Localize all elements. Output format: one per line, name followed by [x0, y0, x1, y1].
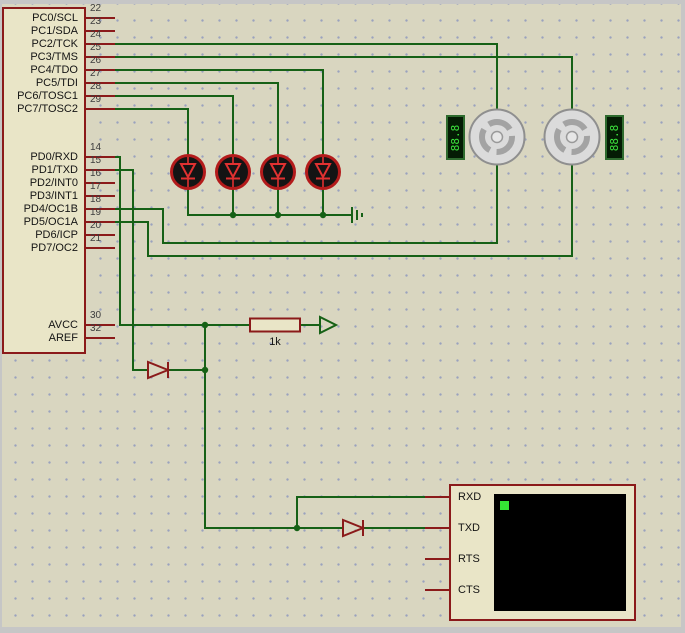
- mcu-pin-label-pd6: PD6/ICP: [35, 229, 78, 241]
- wire-led1: [115, 108, 189, 157]
- mcu-pin-number-28: 28: [90, 81, 102, 92]
- led-2[interactable]: [215, 154, 251, 190]
- mcu-pin-label-pc3: PC3/TMS: [30, 51, 78, 63]
- window-edge-top: [0, 0, 685, 4]
- wire-resistor-net: [115, 156, 250, 326]
- mcu-pin-number-25: 25: [90, 42, 102, 53]
- wire-motor2-top: [115, 56, 573, 110]
- mcu-pin-label-pd3: PD3/INT1: [29, 190, 78, 202]
- mcu-pin-stubs: [85, 17, 115, 339]
- window-edge-bottom: [0, 627, 685, 633]
- mcu-pin-label-pd5: PD5/OC1A: [23, 216, 78, 228]
- wire-led-ground-bus: [187, 188, 352, 216]
- wire-motor1-return: [115, 164, 498, 244]
- mcu-pin-number-17: 17: [90, 181, 102, 192]
- motor-1[interactable]: [468, 108, 526, 166]
- mcu-pin-label-pc6: PC6/TOSC1: [17, 90, 78, 102]
- mcu-pin-number-14: 14: [90, 142, 102, 153]
- wire-rxd-branch: [296, 496, 425, 528]
- mcu-pin-label-pc0: PC0/SCL: [32, 12, 78, 24]
- terminal-pin-label-txd: TXD: [458, 522, 480, 534]
- led-4[interactable]: [305, 154, 341, 190]
- terminal-pin-label-cts: CTS: [458, 584, 480, 596]
- virtual-terminal[interactable]: [425, 484, 636, 621]
- wire-led2: [115, 95, 234, 157]
- motor-display-2: 88.8: [605, 115, 624, 160]
- mcu-pin-number-15: 15: [90, 155, 102, 166]
- terminal-pin-label-rxd: RXD: [458, 491, 482, 503]
- terminal-pin-stubs: [425, 496, 450, 591]
- window-edge-left: [0, 0, 2, 633]
- mcu-pin-number-32: 32: [90, 323, 102, 334]
- mcu-pin-label-pc5: PC5/TDI: [35, 77, 78, 89]
- mcu-pin-label-pc2: PC2/TCK: [31, 38, 78, 50]
- mcu-pin-number-27: 27: [90, 68, 102, 79]
- probe-icon[interactable]: [319, 315, 339, 335]
- wire-led4: [115, 69, 324, 157]
- mcu-pin-number-29: 29: [90, 94, 102, 105]
- resistor-value-label: 1k: [269, 336, 281, 348]
- wire-diode1-left: [115, 169, 148, 371]
- junction-dots: [201, 211, 327, 532]
- mcu-chip[interactable]: [2, 7, 86, 354]
- mcu-pin-label-pd7: PD7/OC2: [30, 242, 78, 254]
- wire-led3: [115, 82, 279, 157]
- mcu-pin-number-21: 21: [90, 233, 102, 244]
- mcu-pin-label-pc1: PC1/SDA: [30, 25, 78, 37]
- mcu-pin-number-26: 26: [90, 55, 102, 66]
- led-1[interactable]: [170, 154, 206, 190]
- mcu-pin-number-20: 20: [90, 220, 102, 231]
- mcu-pin-label-pc7: PC7/TOSC2: [17, 103, 78, 115]
- mcu-pin-label-aref: AREF: [48, 332, 78, 344]
- mcu-pin-number-16: 16: [90, 168, 102, 179]
- resistor[interactable]: [249, 317, 301, 333]
- motor-rpm-readout-1: 88.8: [449, 125, 462, 152]
- mcu-pin-number-23: 23: [90, 16, 102, 27]
- mcu-pin-label-pd2: PD2/INT0: [29, 177, 78, 189]
- mcu-pin-number-18: 18: [90, 194, 102, 205]
- led-3[interactable]: [260, 154, 296, 190]
- ground-symbol[interactable]: [351, 207, 363, 223]
- mcu-pin-label-pd0: PD0/RXD: [30, 151, 78, 163]
- mcu-pin-label-pd4: PD4/OC1B: [23, 203, 78, 215]
- diode-2[interactable]: [342, 518, 366, 538]
- terminal-pin-label-rts: RTS: [458, 553, 480, 565]
- motor-display-1: 88.8: [446, 115, 465, 160]
- window-edge-right: [681, 0, 685, 633]
- mcu-pin-number-22: 22: [90, 3, 102, 14]
- wire-motor1-top: [115, 43, 498, 110]
- motor-rpm-readout-2: 88.8: [608, 125, 621, 152]
- mcu-pin-number-19: 19: [90, 207, 102, 218]
- mcu-pin-number-30: 30: [90, 310, 102, 321]
- mcu-pin-number-24: 24: [90, 29, 102, 40]
- mcu-pin-label-pd1: PD1/TXD: [31, 164, 78, 176]
- mcu-pin-label-avcc: AVCC: [48, 319, 78, 331]
- wire-motor2-return: [115, 164, 573, 257]
- diode-1[interactable]: [147, 360, 171, 380]
- mcu-pin-label-pc4: PC4/TDO: [30, 64, 78, 76]
- terminal-screen: [494, 494, 626, 611]
- motor-2[interactable]: [543, 108, 601, 166]
- wires[interactable]: [115, 43, 573, 529]
- terminal-cursor: [500, 501, 509, 510]
